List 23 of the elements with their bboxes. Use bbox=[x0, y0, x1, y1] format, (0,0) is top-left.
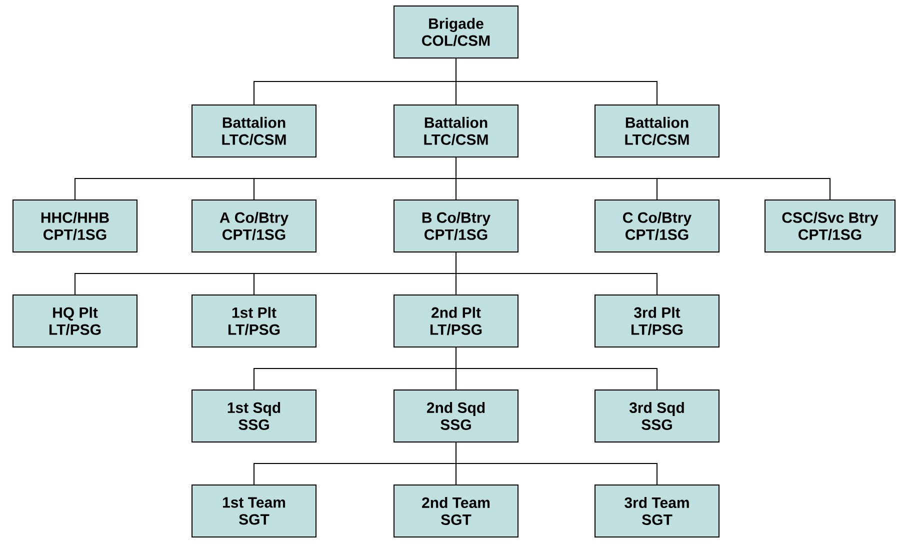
connector-line bbox=[456, 347, 658, 390]
connector-line bbox=[456, 252, 658, 295]
org-box: Battalion LTC/CSM bbox=[594, 104, 720, 158]
org-box: Brigade COL/CSM bbox=[394, 6, 518, 58]
org-box: 2nd Plt LT/PSG bbox=[394, 294, 518, 348]
org-box: CSC/Svc Btry CPT/1SG bbox=[764, 200, 896, 252]
org-box: A Co/Btry CPT/1SG bbox=[192, 200, 316, 252]
org-box: 2nd Team SGT bbox=[394, 484, 518, 538]
org-box: 1st Team SGT bbox=[192, 484, 316, 538]
connector-line bbox=[456, 442, 658, 485]
org-box: C Co/Btry CPT/1SG bbox=[594, 200, 720, 252]
org-box: HHC/HHB CPT/1SG bbox=[12, 200, 138, 252]
org-box: 1st Sqd SSG bbox=[192, 390, 316, 442]
org-box: Battalion LTC/CSM bbox=[394, 104, 518, 158]
org-box: 1st Plt LT/PSG bbox=[192, 294, 316, 348]
org-box: 3rd Plt LT/PSG bbox=[594, 294, 720, 348]
org-box: 2nd Sqd SSG bbox=[394, 390, 518, 442]
org-box: 3rd Team SGT bbox=[594, 484, 720, 538]
connector-line bbox=[456, 58, 658, 105]
org-box: HQ Plt LT/PSG bbox=[12, 294, 138, 348]
org-box: Battalion LTC/CSM bbox=[192, 104, 316, 158]
org-box: 3rd Sqd SSG bbox=[594, 390, 720, 442]
org-box: B Co/Btry CPT/1SG bbox=[394, 200, 518, 252]
